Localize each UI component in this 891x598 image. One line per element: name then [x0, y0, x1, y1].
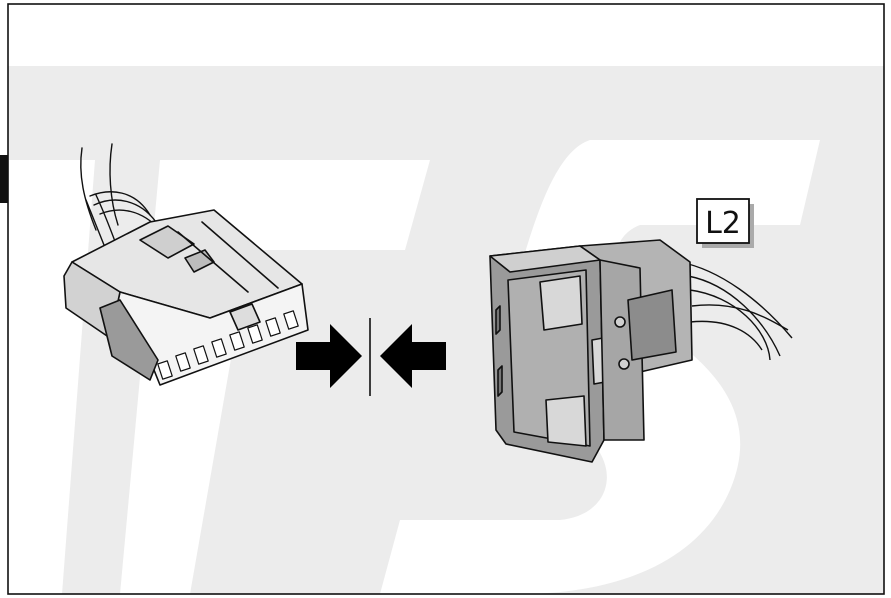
- right-connector-wires: [679, 261, 793, 361]
- diagram-border: [7, 3, 885, 595]
- left-connector-pins: [157, 310, 299, 380]
- arrow-left-icon: [380, 324, 446, 388]
- connector-label: L2: [705, 206, 741, 241]
- arrow-right-icon: [296, 324, 362, 388]
- edge-tab: [0, 155, 8, 203]
- right-connector: [489, 239, 793, 463]
- left-connector: [63, 143, 309, 386]
- mating-arrows: [296, 318, 446, 396]
- connector-label-box: L2: [696, 198, 754, 248]
